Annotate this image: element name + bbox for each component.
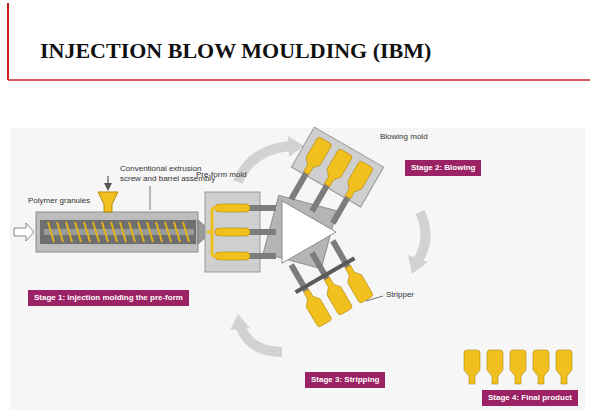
runner: [207, 208, 216, 256]
rotation-arrow-head: [408, 255, 428, 274]
core-rod: [289, 172, 309, 201]
core-rod: [246, 229, 276, 235]
screw-flight: [147, 222, 153, 242]
screw-flight: [102, 222, 108, 242]
core-rod: [246, 253, 276, 259]
rotation-arrow: [418, 212, 426, 260]
bottle: [299, 287, 332, 328]
part-label: Pre-form mold: [196, 170, 247, 180]
final-bottle: [487, 350, 503, 384]
screw-flight: [84, 222, 90, 242]
diagram-ground: [10, 128, 585, 410]
part-label: Blowing mold: [380, 132, 428, 142]
final-bottle: [464, 350, 480, 384]
feed-arrow: [107, 176, 108, 189]
screw-flight: [174, 222, 180, 242]
screw-shaft: [44, 229, 194, 235]
stage-box: Stage 3: Stripping: [305, 372, 385, 388]
core-rod: [330, 196, 350, 225]
preform: [215, 252, 250, 260]
screw-flight: [120, 222, 126, 242]
core-rod: [309, 184, 329, 213]
screw-flights: [48, 222, 189, 242]
title-rule: [8, 79, 590, 81]
final-bottle: [533, 350, 549, 384]
final-bottles: [464, 350, 572, 384]
stage-label: Stage 3: Stripping: [311, 375, 379, 385]
part-label: Polymer granules: [28, 196, 90, 206]
hub-triangle: [282, 201, 336, 263]
preform: [215, 204, 250, 212]
screw-flight: [75, 222, 81, 242]
barrel-bore: [40, 220, 196, 244]
screw-flight: [57, 222, 63, 242]
blowing-mold: [291, 127, 383, 207]
title-rule: [7, 3, 9, 80]
final-bottle: [556, 350, 572, 384]
screw-flight: [129, 222, 135, 242]
screw-flight: [93, 222, 99, 242]
screw-flight: [156, 222, 162, 242]
screw-flight: [111, 222, 117, 242]
stage-box: Stage 1: Injection molding the pre-form: [28, 290, 189, 306]
leader-line: [366, 296, 383, 301]
screw-flight: [48, 222, 54, 242]
core-rod: [246, 205, 276, 211]
preform: [215, 228, 250, 236]
pre-arm: [205, 192, 276, 272]
screw-flight: [66, 222, 72, 242]
bottle: [341, 160, 374, 201]
leader-line: [150, 186, 151, 210]
final-bottle: [510, 350, 526, 384]
rotation-arrow: [240, 326, 282, 352]
title: INJECTION BLOW MOULDING (IBM): [40, 38, 431, 64]
plunger-arrow: [14, 223, 34, 241]
hopper: [98, 192, 118, 212]
part-label: Stripper: [386, 290, 414, 300]
screw-flight: [183, 222, 189, 242]
stage-label: Stage 1: Injection molding the pre-form: [34, 293, 183, 303]
rotation-arrow-head: [230, 314, 250, 330]
stage-box: Stage 4: Final product: [482, 390, 578, 406]
stage-label: Stage 4: Final product: [488, 393, 572, 403]
stripper-plate: [295, 257, 356, 294]
stage-box: Stage 2: Blowing: [405, 160, 481, 176]
screw-flight: [165, 222, 171, 242]
stage-label: Stage 2: Blowing: [411, 163, 475, 173]
rotary-table: [205, 127, 384, 329]
barrel: [36, 212, 198, 252]
screw-flight: [138, 222, 144, 242]
